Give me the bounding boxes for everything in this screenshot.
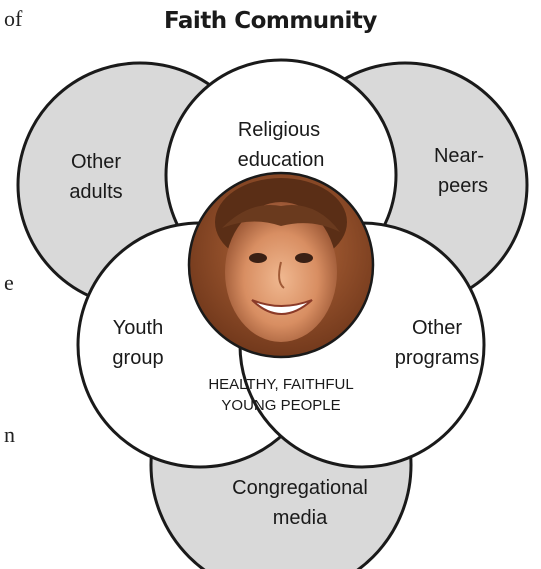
child-portrait-photo [189,173,373,357]
label-youth-group-line1: Youth [113,317,163,339]
center-label-line2: YOUNG PEOPLE [221,397,340,414]
margin-text-fragment: e [4,270,14,295]
center-label-line1: HEALTHY, FAITHFUL [208,376,353,393]
label-religious-education-line2: education [238,149,325,171]
label-other-adults-line1: Other [71,151,121,173]
margin-text-fragment: of [4,6,23,31]
label-congregational-media-line2: media [273,507,328,529]
label-youth-group-line2: group [112,347,163,369]
label-congregational-media-line1: Congregational [232,477,368,499]
margin-text-fragment: n [4,422,15,447]
label-near-peers-line2: peers [438,175,488,197]
label-other-adults-line2: adults [69,181,122,203]
diagram-title: Faith Community [164,8,377,34]
label-other-programs-line1: Other [412,317,462,339]
label-other-programs-line2: programs [395,347,479,369]
label-religious-education-line1: Religious [238,119,320,141]
label-near-peers-line1: Near- [434,145,484,167]
